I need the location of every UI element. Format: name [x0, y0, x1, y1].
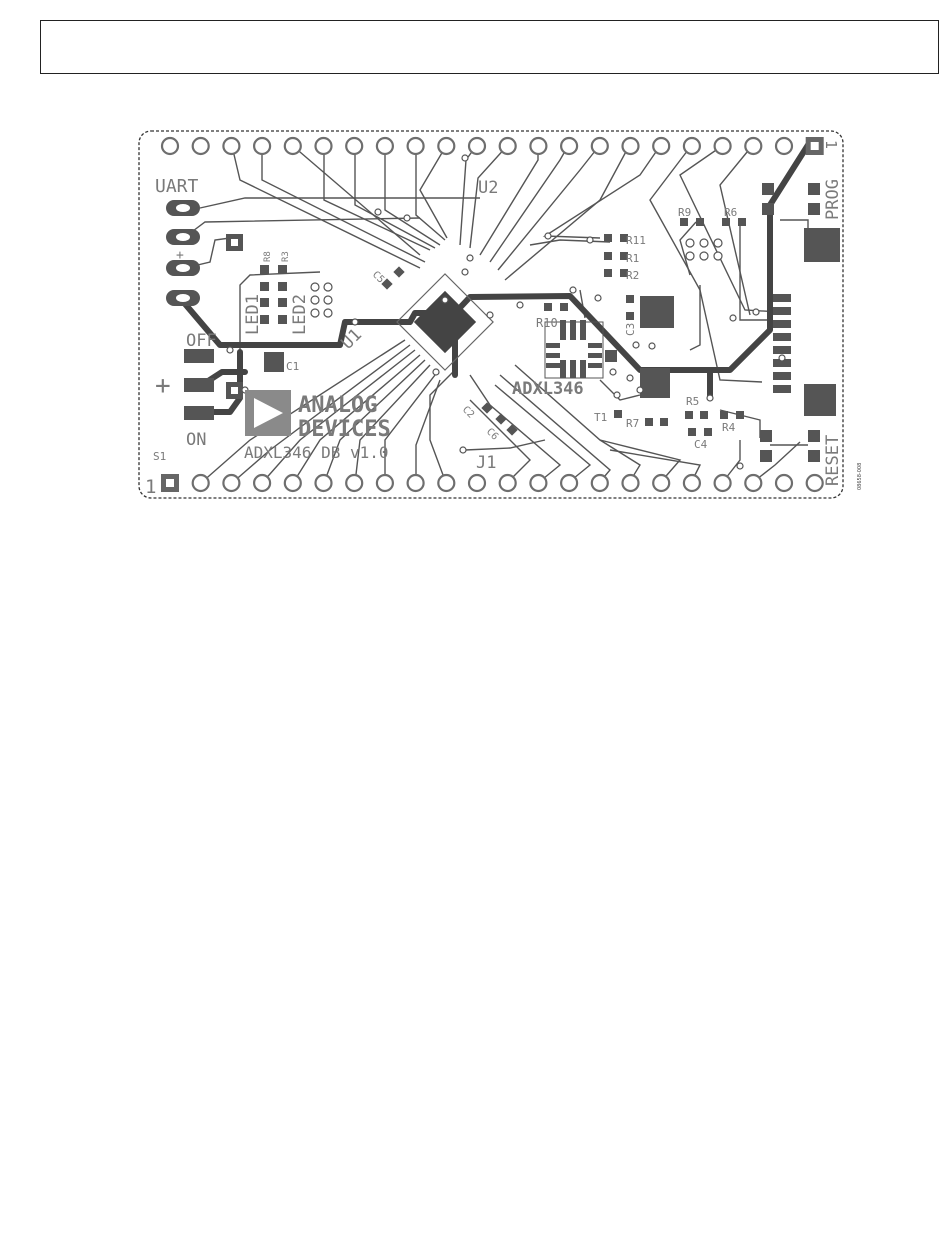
- header-pin: [561, 138, 577, 154]
- led2-label: LED2: [290, 294, 310, 335]
- header-pin: [684, 475, 700, 491]
- header-pin: [316, 475, 332, 491]
- r1-label: R1: [626, 252, 639, 265]
- r5-label: R5: [686, 395, 699, 408]
- r3-label: R3: [281, 251, 291, 262]
- header-pin: [469, 475, 485, 491]
- on-label: ON: [186, 430, 206, 450]
- header-pin: [715, 138, 731, 154]
- figure-id: 08658-008: [857, 463, 863, 490]
- header-pin: [653, 138, 669, 154]
- r9-label: R9: [678, 206, 691, 219]
- logo-line1: ANALOG: [298, 393, 377, 418]
- pcb-layout-diagram: ANALOG DEVICES UART + OFF + ON S1 1 LED1…: [0, 0, 950, 520]
- j1-label: J1: [476, 453, 496, 473]
- header-pin: [776, 138, 792, 154]
- r8-label: R8: [263, 251, 273, 262]
- prog-pin-one-label: 1: [822, 140, 840, 149]
- switch-label: S1: [153, 450, 166, 463]
- r7-label: R7: [626, 417, 639, 430]
- header-pin: [715, 475, 731, 491]
- r11-label: R11: [626, 234, 646, 247]
- header-pin: [530, 475, 546, 491]
- header-pin: [316, 138, 332, 154]
- header-pin: [592, 138, 608, 154]
- header-pin: [254, 475, 270, 491]
- r4-label: R4: [722, 421, 736, 434]
- header-pin: [530, 138, 546, 154]
- u2-label: U2: [478, 178, 498, 198]
- c3-label: C3: [624, 323, 637, 336]
- header-pin: [500, 475, 516, 491]
- t1-label: T1: [594, 411, 607, 424]
- pin-one-label: 1: [145, 476, 156, 498]
- header-pin: [623, 138, 639, 154]
- off-label: OFF: [186, 331, 217, 351]
- header-pin: [561, 475, 577, 491]
- r2-label: R2: [626, 269, 639, 282]
- c4-label: C4: [694, 438, 708, 451]
- c2-label: C2: [460, 404, 476, 420]
- reset-label: RESET: [823, 435, 843, 486]
- header-pin: [193, 138, 209, 154]
- header-pin: [438, 138, 454, 154]
- regulator-block: [605, 296, 674, 418]
- header-pin: [254, 138, 270, 154]
- pin-header-top: [162, 137, 824, 155]
- r6-label: R6: [724, 206, 737, 219]
- header-pin: [684, 138, 700, 154]
- header-pin: [623, 475, 639, 491]
- header-pin: [745, 138, 761, 154]
- header-pin: [776, 475, 792, 491]
- led1-label: LED1: [243, 294, 263, 335]
- uart-plus-label: +: [176, 248, 184, 263]
- c6-label: C6: [484, 426, 500, 442]
- adxl346-label: ADXL346: [512, 379, 584, 399]
- prog-connector-pads: [686, 183, 840, 393]
- c1-label: C1: [286, 360, 299, 373]
- header-pin: [408, 475, 424, 491]
- prog-label: PROG: [823, 179, 843, 220]
- header-pin: [285, 138, 301, 154]
- uart-label: UART: [155, 176, 199, 197]
- header-pin: [223, 138, 239, 154]
- header-pin: [162, 138, 178, 154]
- header-pin: [346, 138, 362, 154]
- header-pin: [438, 475, 454, 491]
- header-pin: [653, 475, 669, 491]
- switch-plus-label: +: [155, 371, 171, 401]
- header-pin: [193, 475, 209, 491]
- header-pin: [408, 138, 424, 154]
- pin-header-bottom: [161, 474, 823, 492]
- r10-label: R10: [536, 316, 558, 330]
- header-pin: [807, 475, 823, 491]
- header-pin: [377, 138, 393, 154]
- header-pin: [500, 138, 516, 154]
- header-pin: [745, 475, 761, 491]
- header-pin: [377, 475, 393, 491]
- header-pin: [285, 475, 301, 491]
- header-pin: [592, 475, 608, 491]
- header-pin: [223, 475, 239, 491]
- header-pin: [469, 138, 485, 154]
- logo-line2: DEVICES: [298, 417, 391, 442]
- header-pin: [346, 475, 362, 491]
- board-name-label: ADXL346 DB v1.0: [244, 443, 389, 462]
- silkscreen-text: UART + OFF + ON S1 1 LED1 LED2 R8 R3 C1 …: [145, 140, 863, 498]
- analog-devices-logo: ANALOG DEVICES: [245, 390, 391, 442]
